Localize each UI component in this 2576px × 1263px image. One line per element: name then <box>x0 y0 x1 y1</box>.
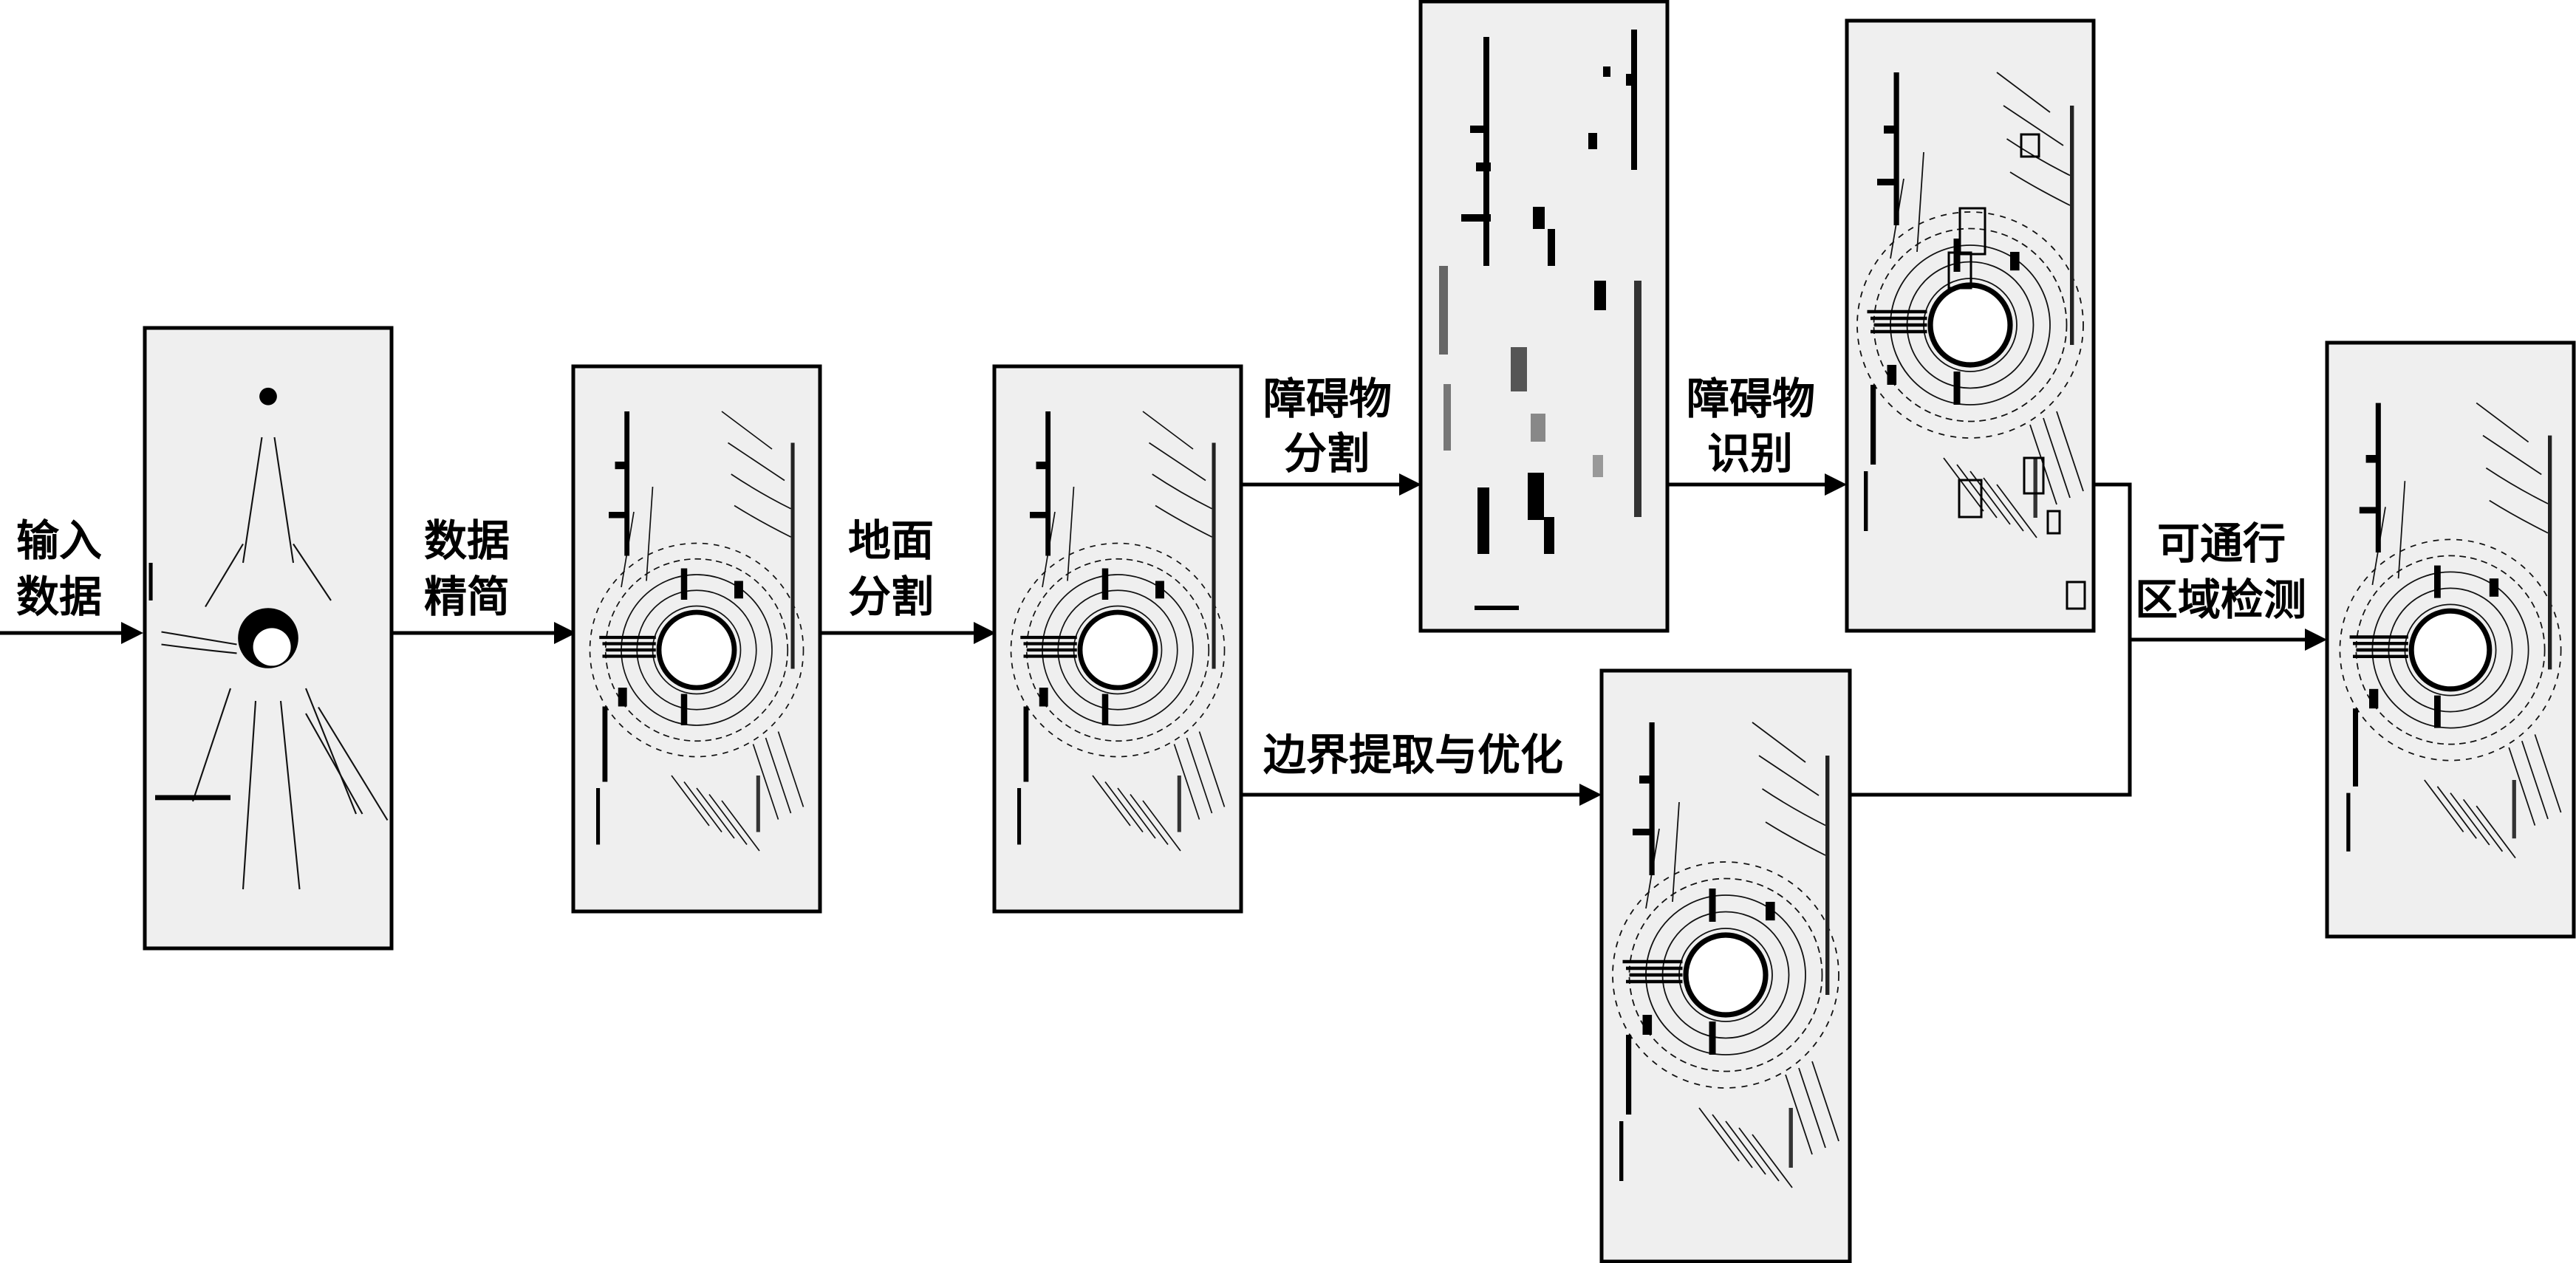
panel-obstacle-segmentation <box>1418 0 1670 633</box>
arrow-head <box>1825 473 1847 496</box>
arrow-head <box>974 622 996 644</box>
label-data-reduction: 数据 精简 <box>424 516 525 622</box>
panel-reduced-data <box>571 364 822 914</box>
label-obstacle-segmentation: 障碍物 分割 <box>1263 374 1407 479</box>
arrow-head <box>2305 629 2327 651</box>
panel-boundary-extraction <box>1599 668 1852 1263</box>
label-boundary-extraction: 边界提取与优化 <box>1263 730 1563 780</box>
label-drivable-area-detection: 可通行 区域检测 <box>2135 518 2306 625</box>
detection-boxes <box>1947 133 2086 610</box>
arrow-head <box>1579 784 1602 806</box>
arrow-head <box>554 622 576 644</box>
label-input-data: 输入 数据 <box>16 516 117 622</box>
panel-ground-segmentation <box>992 364 1243 914</box>
label-obstacle-recognition: 障碍物 识别 <box>1687 374 1830 479</box>
panel-input-data <box>143 326 394 951</box>
panel-obstacle-recognition <box>1845 18 2096 633</box>
arrow-head <box>121 622 143 644</box>
connector-lines <box>0 473 2327 806</box>
panel-drivable-area <box>2325 340 2576 939</box>
arrow-head <box>1399 473 1421 496</box>
label-ground-segmentation: 地面 分割 <box>848 516 949 622</box>
